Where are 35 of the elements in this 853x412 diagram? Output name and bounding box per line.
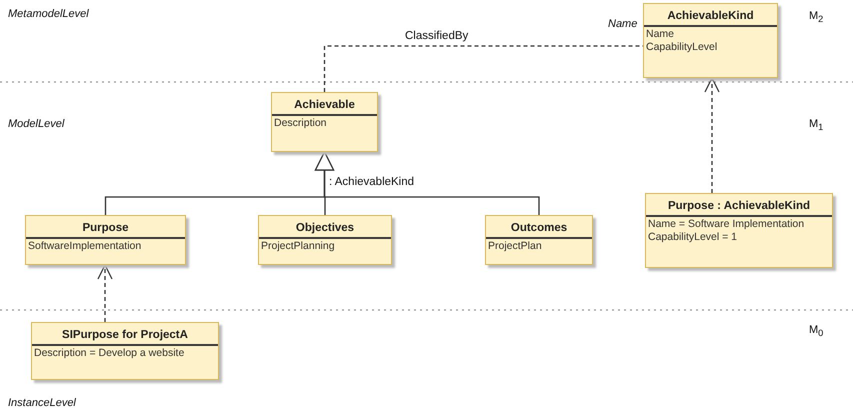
dependency-arrow [704, 77, 720, 193]
class-name: Achievable [272, 93, 377, 116]
edge-label: ClassifiedBy [405, 30, 468, 42]
attribute: Description = Develop a website [33, 346, 186, 359]
uml-class-box [645, 193, 833, 268]
attribute: CapabilityLevel = 1 [647, 230, 738, 243]
edge-label: : AchievableKind [329, 176, 414, 188]
level-code: M$_{1}$ [809, 118, 824, 132]
class-name: Outcomes [486, 216, 592, 239]
uml-class-box [643, 3, 778, 78]
attribute: CapabilityLevel [645, 40, 718, 53]
level-code: M$_{2}$ [809, 10, 824, 24]
uml-class-box [485, 215, 593, 265]
uml-class-box [31, 322, 219, 380]
class-name: Purpose [26, 216, 185, 239]
class-name: AchievableKind [644, 4, 777, 27]
attribute: SoftwareImplementation [27, 239, 142, 252]
class-name: Objectives [259, 216, 391, 239]
level-name: InstanceLevel [8, 397, 76, 409]
attribute: ProjectPlanning [260, 239, 336, 252]
uml-class-box [25, 215, 186, 265]
level-name: ModelLevel [8, 118, 64, 130]
uml-class-box [271, 92, 378, 152]
attribute: Description [273, 116, 328, 129]
dependency-arrow [97, 264, 113, 322]
role-name: Name [608, 18, 638, 30]
attribute: ProjectPlan [487, 239, 543, 252]
class-name: Purpose : AchievableKind [646, 194, 832, 217]
attribute: Name = Software Implementation [647, 217, 806, 230]
generalization-arrow [314, 151, 540, 215]
uml-class-box [258, 215, 392, 265]
attribute: Name [645, 27, 676, 40]
level-name: MetamodelLevel [8, 8, 89, 20]
class-name: SIPurpose for ProjectA [32, 323, 218, 346]
level-code: M$_{0}$ [809, 324, 824, 338]
